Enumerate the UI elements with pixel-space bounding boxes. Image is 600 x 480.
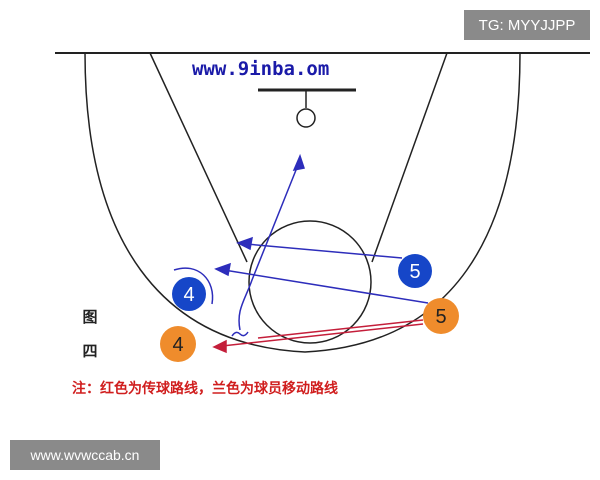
move-line-squiggle <box>231 331 249 337</box>
pass-line-upper <box>257 319 424 339</box>
player-blue-4: 4 <box>172 277 206 311</box>
player-orange-4: 4 <box>160 326 196 362</box>
watermark-top-badge: TG: MYYJJPP <box>464 10 590 40</box>
figure-label-char-2: 四 <box>82 342 98 360</box>
move-line-4-arc <box>173 267 214 305</box>
player-blue-4-number: 4 <box>183 284 194 306</box>
move-lines <box>173 153 429 337</box>
basket-rim <box>296 108 316 128</box>
move-line-5-lower <box>223 269 429 304</box>
move-arrow-4-cut <box>292 153 305 172</box>
lane-line-left <box>149 52 248 263</box>
site-url: www.9inba.om <box>192 58 330 80</box>
free-throw-circle <box>248 220 372 344</box>
figure-label-char-1: 图 <box>82 308 98 326</box>
pass-line-lower <box>221 323 424 347</box>
player-orange-5: 5 <box>423 298 459 334</box>
pass-arrow <box>212 339 227 354</box>
lane-line-right <box>371 52 448 263</box>
three-point-arc <box>84 52 521 353</box>
move-line-5-upper <box>245 243 403 259</box>
move-line-4-cut <box>238 159 301 331</box>
player-blue-5-number: 5 <box>409 261 420 283</box>
figure-label: 图 四 <box>80 300 100 368</box>
pass-lines <box>212 319 424 354</box>
legend-caption: 注：红色为传球路线，兰色为球员移动路线 <box>72 381 338 397</box>
player-orange-5-number: 5 <box>435 306 446 328</box>
player-blue-5: 5 <box>398 254 432 288</box>
move-arrow-5-lower <box>214 262 231 277</box>
player-orange-4-number: 4 <box>172 334 183 356</box>
move-arrow-5-upper <box>236 236 253 251</box>
watermark-bottom-badge: www.wvwccab.cn <box>10 440 160 470</box>
